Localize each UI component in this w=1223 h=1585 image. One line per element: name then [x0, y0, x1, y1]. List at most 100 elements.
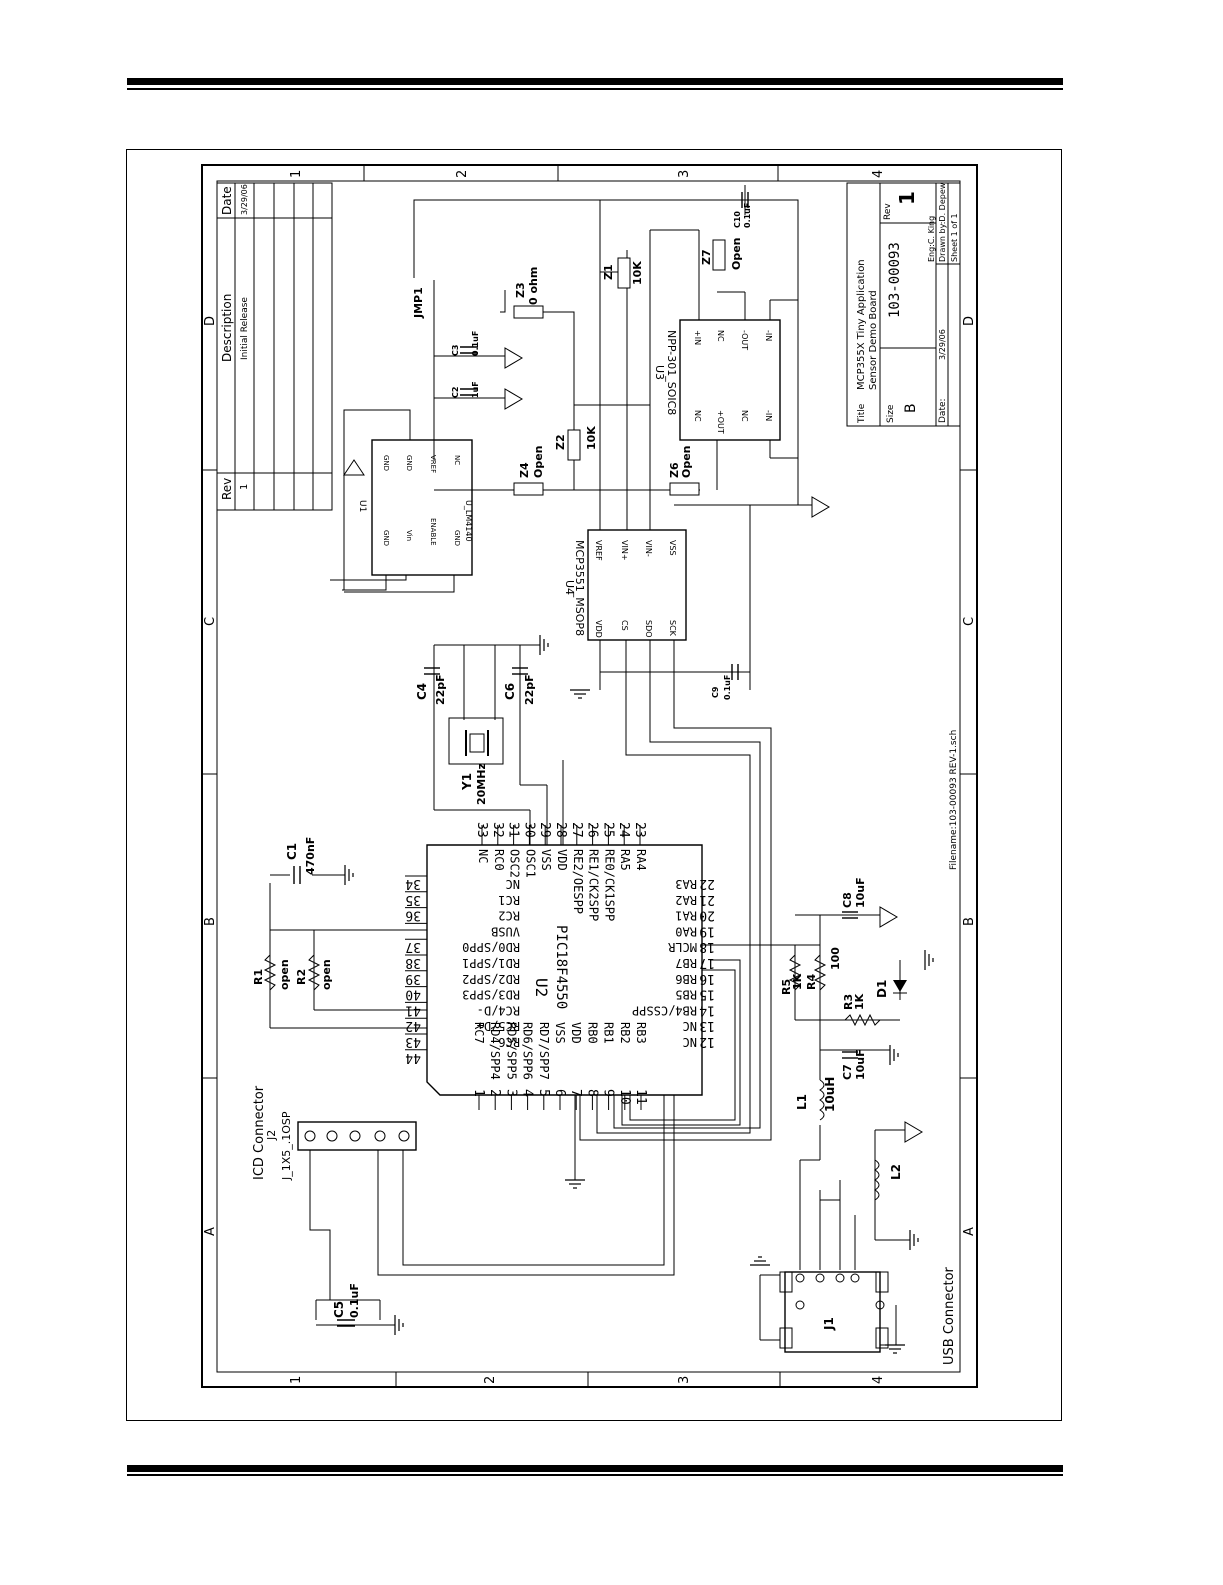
date-header: Date: [220, 186, 234, 215]
c8-triangle: [879, 906, 898, 928]
u4-pin7: CS: [620, 620, 629, 631]
gnd-c5: [394, 1315, 404, 1335]
u4-pin4: VSS: [668, 540, 677, 556]
pic-pin-number: 12: [699, 1034, 715, 1049]
r2-body: [307, 954, 321, 991]
gnd-crystal: [539, 635, 549, 655]
u3-pin2: +OUT: [716, 410, 725, 434]
c2-symbol: [460, 388, 478, 396]
pic-pin-number: 34: [405, 876, 421, 891]
c4-ref: C4: [415, 683, 429, 700]
c6-value: 22pF: [523, 674, 536, 705]
rev-cell: 1: [239, 484, 250, 490]
pic-pin-number: 44: [405, 1050, 421, 1065]
z4-value: Open: [532, 445, 545, 478]
vref-triangle-1: [504, 347, 523, 369]
sheet-border: [201, 164, 978, 1388]
c3-value: 0.1uF: [471, 331, 480, 356]
pic-pin-number: 19: [699, 923, 715, 938]
pic-pin-number: 8: [584, 1089, 599, 1097]
pic-pin-name: RE2/OESPP: [571, 849, 585, 914]
r1-ref: R1: [252, 969, 265, 985]
title-line-2: Sensor Demo Board: [868, 290, 879, 390]
resistor-labels: Z1 10K Z2 10K Z3 0 ohm Z4 Open Z6 Open Z…: [412, 237, 743, 478]
pic-pin-name: OSC1: [523, 849, 537, 878]
d1-led: D1: [875, 980, 907, 998]
pic-pin-name: RA0: [675, 924, 697, 938]
pic-pin-number: 3: [503, 1089, 518, 1097]
c6-symbol: [512, 667, 528, 675]
u4-adc: U4 MCP3551_MSOP8 VREF VIN+ VIN- VSS VDD …: [563, 529, 687, 641]
header-rule-thin: [127, 88, 1063, 90]
pic-pin-number: 27: [569, 822, 584, 838]
pic-pin-number: 4: [520, 1089, 535, 1097]
footer-rule-thick: [127, 1465, 1063, 1472]
l1-ref: L1: [795, 1094, 809, 1110]
pic-pin-name: RD6/SPP6: [521, 1022, 535, 1080]
u1-gnd-triangle: [343, 459, 365, 476]
pic-pin-name: VDD: [569, 1022, 583, 1044]
zone-right-a: A: [962, 1227, 977, 1236]
c2-ref: C2: [451, 387, 460, 398]
pic-pin-number: 26: [585, 822, 600, 838]
zone-right-d: D: [962, 316, 977, 326]
pic-pin-number: 37: [405, 939, 421, 954]
pic-pin-number: 18: [699, 939, 715, 954]
title-label: Title: [857, 403, 867, 424]
date-value: 3/29/06: [938, 329, 947, 360]
zone-right-c: C: [962, 617, 977, 626]
pic-pin-name: RD1/SPP1: [462, 956, 520, 970]
zone-top-4: 4: [871, 170, 886, 178]
c7-value: 10uF: [854, 1049, 867, 1080]
pic-pin-number: 15: [699, 987, 715, 1002]
j1-usb-connector: J1 USB Connector: [779, 1266, 957, 1365]
u1-ref: U1: [357, 500, 367, 512]
description-header: Description: [220, 294, 234, 362]
pic-pin-name: RD3/SPP3: [462, 988, 520, 1002]
u2-labels: U2 PIC18F4550: [532, 925, 569, 1009]
j2-part: J_1X5_.1OSP: [280, 1111, 293, 1181]
u4-pin1: VREF: [594, 540, 603, 561]
pic-pin-name: NC: [683, 1035, 697, 1049]
gnd-c7: [889, 1045, 899, 1065]
rev-header: Rev: [220, 478, 234, 500]
u1-pin2: Vin: [405, 530, 413, 541]
pic-pin-name: RD4/SPP4: [488, 1022, 502, 1080]
z7-ref: Z7: [700, 249, 713, 265]
u3-ref: U3: [653, 365, 666, 380]
pic-pin-name: RB3: [634, 1022, 648, 1044]
gnd-j1: [750, 1256, 770, 1266]
c7-ref: C7: [841, 1064, 854, 1080]
pic-pin-number: 29: [537, 822, 552, 838]
c10-symbol: [741, 192, 749, 208]
title-block-text: Title MCP355X Tiny Application Sensor De…: [856, 182, 959, 870]
revision-table: [216, 182, 333, 511]
c8-ref: C8: [841, 892, 854, 908]
z4-ref: Z4: [518, 462, 531, 478]
pic-pin-name: RA5: [618, 849, 632, 871]
u4-part: MCP3551_MSOP8: [573, 540, 586, 636]
pic-pin-name: RB5: [675, 988, 697, 1002]
sheet-number: Sheet 1 of 1: [950, 213, 959, 262]
z2-body: [567, 429, 581, 461]
ground-symbols: [343, 347, 923, 1143]
gnd-c1: [344, 865, 354, 885]
r5-ref: R5: [780, 979, 793, 995]
c10-ref: C10: [733, 211, 742, 228]
pic-pin-number: 42: [405, 1018, 421, 1033]
u2-part: PIC18F4550: [553, 925, 569, 1009]
y1-value: 20MHz: [475, 763, 488, 805]
zone-labels: 1 2 3 4 1 2 3 4 A B C D A B C D: [203, 170, 977, 1384]
z2-value: 10K: [585, 426, 598, 450]
pic-pin-number: 22: [699, 876, 715, 891]
earth-grounds: [344, 635, 934, 1354]
c7-symbol: [842, 1051, 858, 1059]
size-value: B: [903, 403, 919, 413]
c10-value: 0.1uF: [743, 203, 752, 228]
u1-pin3: ENABLE: [429, 518, 437, 546]
pic-pin-name: MCLR: [667, 940, 697, 954]
c9-symbol: [731, 664, 739, 680]
pic-pin-name: RC7: [472, 1022, 486, 1044]
